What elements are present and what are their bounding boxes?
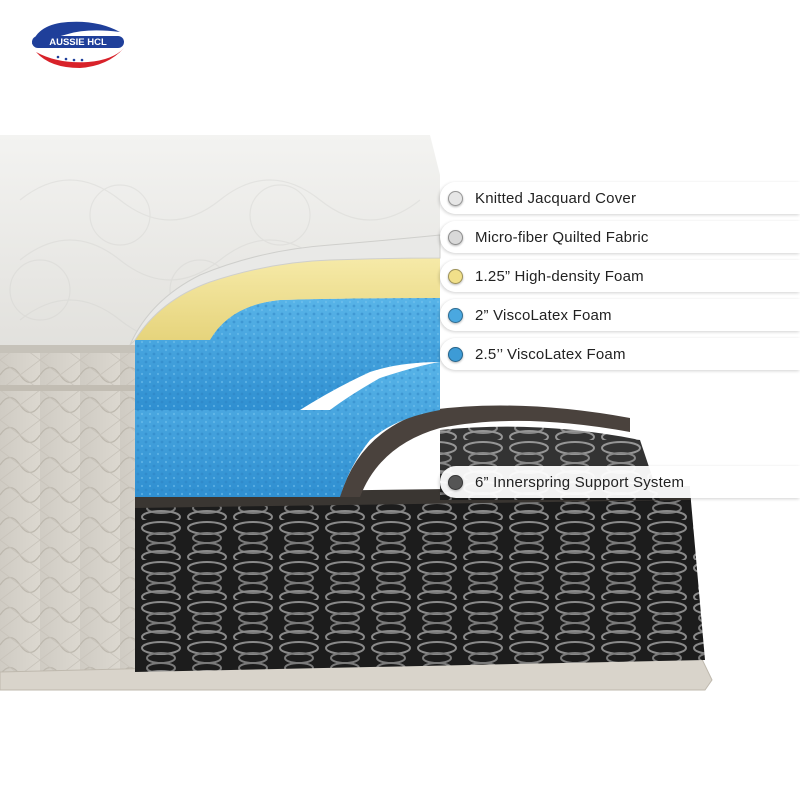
swatch-icon: [448, 268, 463, 284]
swatch-icon: [448, 474, 463, 490]
layer-label-high-density-foam: 1.25” High-density Foam: [440, 260, 800, 292]
high-density-foam: [135, 258, 440, 340]
logo-text: AUSSIE HCL: [49, 37, 107, 48]
layer-label-innerspring: 6” Innerspring Support System: [440, 466, 800, 498]
layer-label-viscolatex-2: 2” ViscoLatex Foam: [440, 299, 800, 331]
felt-pad-layer: [340, 405, 630, 497]
brand-logo: AUSSIE HCL: [30, 16, 126, 68]
layer-label-cover: Knitted Jacquard Cover: [440, 182, 800, 214]
layer-label-text: Micro-fiber Quilted Fabric: [475, 228, 649, 246]
swatch-icon: [448, 190, 463, 206]
layer-label-quilted-fabric: Micro-fiber Quilted Fabric: [440, 221, 800, 253]
swatch-icon: [448, 307, 463, 323]
layer-label-text: 6” Innerspring Support System: [475, 473, 685, 491]
layer-label-text: Knitted Jacquard Cover: [475, 189, 637, 207]
swatch-icon: [448, 229, 463, 245]
layer-label-text: 2” ViscoLatex Foam: [475, 306, 612, 324]
layer-label-viscolatex-2-5: 2.5’’ ViscoLatex Foam: [440, 338, 800, 370]
mattress-side-panel: [0, 345, 135, 675]
innerspring-block: [135, 490, 705, 672]
layer-label-text: 1.25” High-density Foam: [475, 267, 644, 285]
swatch-icon: [448, 346, 463, 362]
quilted-fabric-layer: [129, 234, 441, 346]
layer-label-text: 2.5’’ ViscoLatex Foam: [475, 345, 626, 363]
